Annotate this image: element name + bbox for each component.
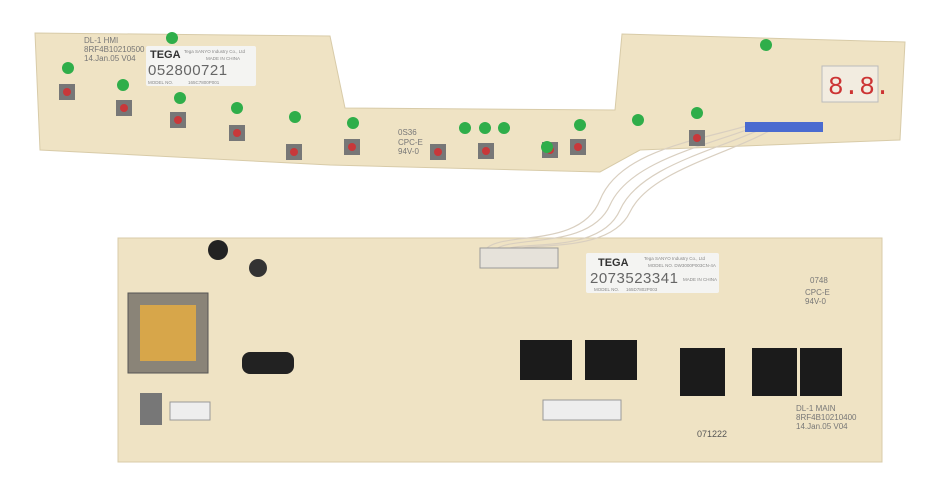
hmi-marking: 0S36 (398, 128, 417, 137)
main-board-id: DL-1 MAIN 8RF4B10210400 14.Jan.05 V04 (796, 404, 857, 431)
main-marking: 0748 (810, 276, 828, 285)
label-model-no: MODEL NO. (148, 80, 174, 85)
main-model-label: TEGA Tega SANYO Industry Co., Ltd MODEL … (586, 253, 719, 293)
label-origin: MADE IN CHINA (683, 277, 718, 282)
relay (520, 340, 572, 380)
hmi-model-label: TEGA Tega SANYO Industry Co., Ltd MADE I… (146, 46, 256, 86)
led-indicator (459, 122, 471, 134)
label-brand: TEGA (150, 49, 181, 61)
led-indicator (231, 102, 243, 114)
led-indicator (347, 117, 359, 129)
led-indicator (174, 92, 186, 104)
led-indicator (479, 122, 491, 134)
led-indicator (117, 79, 129, 91)
relay (680, 348, 725, 396)
display-digits: 8.8. (828, 72, 890, 102)
transformer-core (140, 305, 196, 361)
button-cap (174, 116, 182, 124)
button-cap (348, 143, 356, 151)
led-indicator (498, 122, 510, 134)
label-number: 2073523341 (590, 270, 679, 287)
relay (800, 348, 842, 396)
button-cap (233, 129, 241, 137)
label-model-value: 165D7802P003 (626, 287, 658, 292)
button-cap (434, 148, 442, 156)
led-indicator (574, 119, 586, 131)
hmi-rating: CPC-E 94V-0 (398, 138, 423, 156)
led-indicator (632, 114, 644, 126)
ribbon-connector (745, 122, 823, 132)
button-cap (63, 88, 71, 96)
button-cap (693, 134, 701, 142)
label-maker: Tega SANYO Industry Co., Ltd (184, 49, 246, 54)
label-model-value: 165C7800P001 (188, 80, 220, 85)
connector (169, 401, 211, 421)
button-cap (482, 147, 490, 155)
relay (752, 348, 797, 396)
relay (585, 340, 637, 380)
capacitor (208, 240, 228, 260)
led-indicator (691, 107, 703, 119)
label-number: 052800721 (148, 62, 228, 79)
label-maker: Tega SANYO Industry Co., Ltd (644, 256, 706, 261)
led-indicator (166, 32, 178, 44)
connector (542, 399, 622, 421)
date-stamp: 071222 (697, 429, 728, 439)
led-indicator (541, 141, 553, 153)
led-indicator (289, 111, 301, 123)
label-model-no: MODEL NO. (594, 287, 620, 292)
component (140, 393, 162, 425)
seven-segment-display (821, 65, 879, 103)
button-cap (574, 143, 582, 151)
label-origin: MADE IN CHINA (206, 56, 241, 61)
main-rating: CPC-E 94V-0 (805, 288, 830, 306)
board-connector (479, 247, 559, 269)
hmi-board-id: DL-1 HMI 8RF4B10210500 14.Jan.05 V04 (84, 36, 145, 63)
label-model-line: MODEL NO. DW3000P003CN-4A (648, 263, 716, 268)
led-indicator (760, 39, 772, 51)
thermistor (242, 352, 294, 374)
led-indicator (62, 62, 74, 74)
button-cap (290, 148, 298, 156)
capacitor (249, 259, 267, 277)
label-brand: TEGA (598, 257, 629, 269)
button-cap (120, 104, 128, 112)
